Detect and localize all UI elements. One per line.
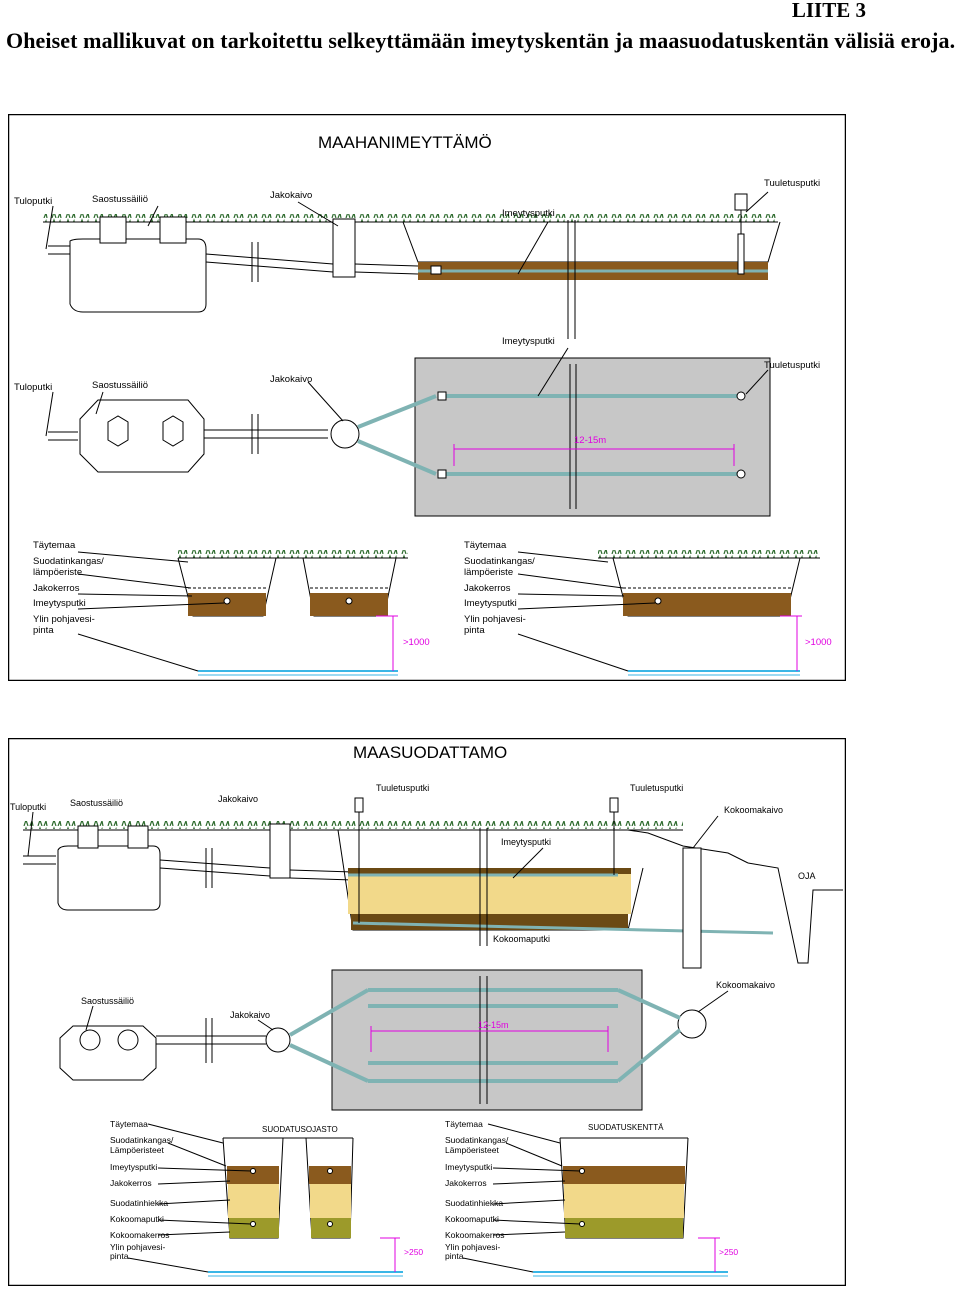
svg-text:OJA: OJA — [798, 871, 816, 881]
svg-text:Jakokerros: Jakokerros — [33, 583, 80, 594]
svg-text:Kokoomakaivo: Kokoomakaivo — [716, 980, 775, 990]
svg-text:12-15m: 12-15m — [478, 1020, 509, 1030]
svg-text:Imeytysputki: Imeytysputki — [464, 598, 517, 609]
svg-text:Kokoomaputki: Kokoomaputki — [445, 1214, 499, 1224]
svg-text:lämpöeriste: lämpöeriste — [33, 567, 82, 578]
side-view: Tuloputki Saostussäiliö Jakokaivo Tuulet… — [10, 783, 843, 969]
svg-text:>1000: >1000 — [805, 637, 832, 648]
svg-text:Kokoomaputki: Kokoomaputki — [110, 1214, 164, 1224]
septic-tank-side — [57, 845, 161, 911]
svg-text:Saostussäiliö: Saostussäiliö — [81, 996, 134, 1006]
svg-text:Jakokaivo: Jakokaivo — [230, 1010, 270, 1020]
collector-well-side — [682, 847, 702, 969]
collector-well-plan — [677, 1009, 707, 1039]
svg-text:Suodatinhiekka: Suodatinhiekka — [110, 1198, 168, 1208]
panel-title: MAAHANIMEYTTÄMÖ — [318, 133, 492, 152]
svg-text:Täytemaa: Täytemaa — [33, 540, 76, 551]
svg-text:Saostussäiliö: Saostussäiliö — [70, 798, 123, 808]
svg-text:Tuuletusputki: Tuuletusputki — [376, 783, 429, 793]
infiltration-diagram: MAAHANIMEYTTÄMÖ Tuloputki Saostussäiliö … — [7, 113, 847, 682]
svg-text:Kokoomaputki: Kokoomaputki — [493, 934, 550, 944]
svg-text:Täytemaa: Täytemaa — [110, 1119, 148, 1129]
svg-text:pinta: pinta — [33, 625, 54, 636]
distribution-well-side — [269, 823, 291, 879]
imeytys-label: Imeytysputki — [502, 208, 555, 219]
svg-text:Jakokaivo: Jakokaivo — [218, 794, 258, 804]
filter-sand-side — [348, 874, 631, 914]
svg-text:lämpöeriste: lämpöeriste — [464, 567, 513, 578]
filtration-diagram: MAASUODATTAMO Tuloputki Saostussäiliö Ja… — [7, 737, 847, 1287]
panel-infiltration: MAAHANIMEYTTÄMÖ Tuloputki Saostussäiliö … — [7, 113, 847, 682]
svg-text:Imeytysputki: Imeytysputki — [501, 837, 551, 847]
svg-text:Ylin pohjavesi-: Ylin pohjavesi- — [464, 614, 526, 625]
intro-text: Oheiset mallikuvat on tarkoitettu selkey… — [6, 28, 956, 53]
svg-text:Jakokerros: Jakokerros — [464, 583, 511, 594]
svg-text:Lämpöeristeet: Lämpöeristeet — [110, 1145, 165, 1155]
svg-text:>250: >250 — [719, 1247, 738, 1257]
svg-text:Suodatinkangas/: Suodatinkangas/ — [110, 1135, 174, 1145]
svg-text:Lämpöeristeet: Lämpöeristeet — [445, 1145, 500, 1155]
plan-view: 12-15m Saostussäiliö Jakokaivo Kokoomaka… — [59, 969, 775, 1111]
svg-text:pinta: pinta — [110, 1251, 129, 1261]
appendix-label: LIITE 3 — [791, 0, 866, 22]
svg-text:Imeytysputki: Imeytysputki — [110, 1162, 157, 1172]
distribution-well-plan — [265, 1027, 291, 1053]
svg-text:pinta: pinta — [464, 625, 485, 636]
section-left: >1000 Täytemaa Suodatinkangas/ lämpöeris… — [33, 540, 430, 676]
grass-line — [43, 214, 778, 222]
septic-tank-plan — [79, 399, 205, 473]
tuuletus-label: Tuuletusputki — [764, 178, 820, 189]
septic-tank-side — [69, 238, 207, 313]
plan-jakokaivo-label: Jakokaivo — [270, 374, 312, 385]
svg-text:Tuloputki: Tuloputki — [10, 802, 46, 812]
svg-text:Imeytysputki: Imeytysputki — [33, 598, 86, 609]
svg-text:Suodatinkangas/: Suodatinkangas/ — [464, 556, 535, 567]
plan-view: 12-15m Tuloputki Saostussäiliö Jakokaivo… — [14, 336, 820, 517]
plan-imeytys-label: Imeytysputki — [502, 336, 555, 347]
panel-title: MAASUODATTAMO — [353, 743, 507, 762]
plan-tuuletus-label: Tuuletusputki — [764, 360, 820, 371]
svg-text:Ylin pohjavesi-: Ylin pohjavesi- — [445, 1242, 500, 1252]
plan-field — [414, 357, 771, 517]
page-header: LIITE 3 Oheiset mallikuvat on tarkoitett… — [0, 0, 960, 100]
svg-text:Kokoomakerros: Kokoomakerros — [110, 1230, 170, 1240]
svg-text:Tuuletusputki: Tuuletusputki — [630, 783, 683, 793]
svg-text:Ylin pohjavesi-: Ylin pohjavesi- — [110, 1242, 165, 1252]
septic-tank-plan — [59, 1025, 157, 1081]
section-right: >1000 Täytemaa Suodatinkangas/ lämpöeris… — [464, 540, 832, 676]
plan-dimension: 12-15m — [574, 435, 606, 446]
svg-text:Täytemaa: Täytemaa — [464, 540, 507, 551]
section-right: SUODATUSKENTTÄ >250 Täytemaa Suodatinkan… — [445, 1119, 738, 1277]
plan-saostus-label: Saostussäiliö — [92, 380, 148, 391]
jakokaivo-label: Jakokaivo — [270, 190, 312, 201]
distribution-well-plan — [330, 419, 360, 449]
svg-text:SUODATUSOJASTO: SUODATUSOJASTO — [262, 1125, 338, 1134]
svg-text:Suodatinkangas/: Suodatinkangas/ — [445, 1135, 509, 1145]
plan-tuloputki-label: Tuloputki — [14, 382, 52, 393]
svg-text:Suodatinkangas/: Suodatinkangas/ — [33, 556, 104, 567]
svg-text:Jakokerros: Jakokerros — [110, 1178, 152, 1188]
svg-text:Suodatinhiekka: Suodatinhiekka — [445, 1198, 503, 1208]
svg-text:>250: >250 — [404, 1247, 423, 1257]
svg-text:pinta: pinta — [445, 1251, 464, 1261]
svg-text:Kokoomakaivo: Kokoomakaivo — [724, 805, 783, 815]
distribution-well-side — [332, 218, 356, 278]
section-left: SUODATUSOJASTO >250 Täytemaa Suodatinkan… — [110, 1119, 423, 1277]
panel-filtration: MAASUODATTAMO Tuloputki Saostussäiliö Ja… — [7, 737, 847, 1287]
tuloputki-label: Tuloputki — [14, 196, 52, 207]
svg-text:Jakokerros: Jakokerros — [445, 1178, 487, 1188]
svg-text:Täytemaa: Täytemaa — [445, 1119, 483, 1129]
svg-text:Kokoomakerros: Kokoomakerros — [445, 1230, 505, 1240]
saostus-label: Saostussäiliö — [92, 194, 148, 205]
svg-text:Ylin pohjavesi-: Ylin pohjavesi- — [33, 614, 95, 625]
side-view: Tuloputki Saostussäiliö Jakokaivo Imeyty… — [14, 178, 820, 339]
svg-text:Imeytysputki: Imeytysputki — [445, 1162, 492, 1172]
svg-text:>1000: >1000 — [403, 637, 430, 648]
svg-text:SUODATUSKENTTÄ: SUODATUSKENTTÄ — [588, 1123, 664, 1132]
